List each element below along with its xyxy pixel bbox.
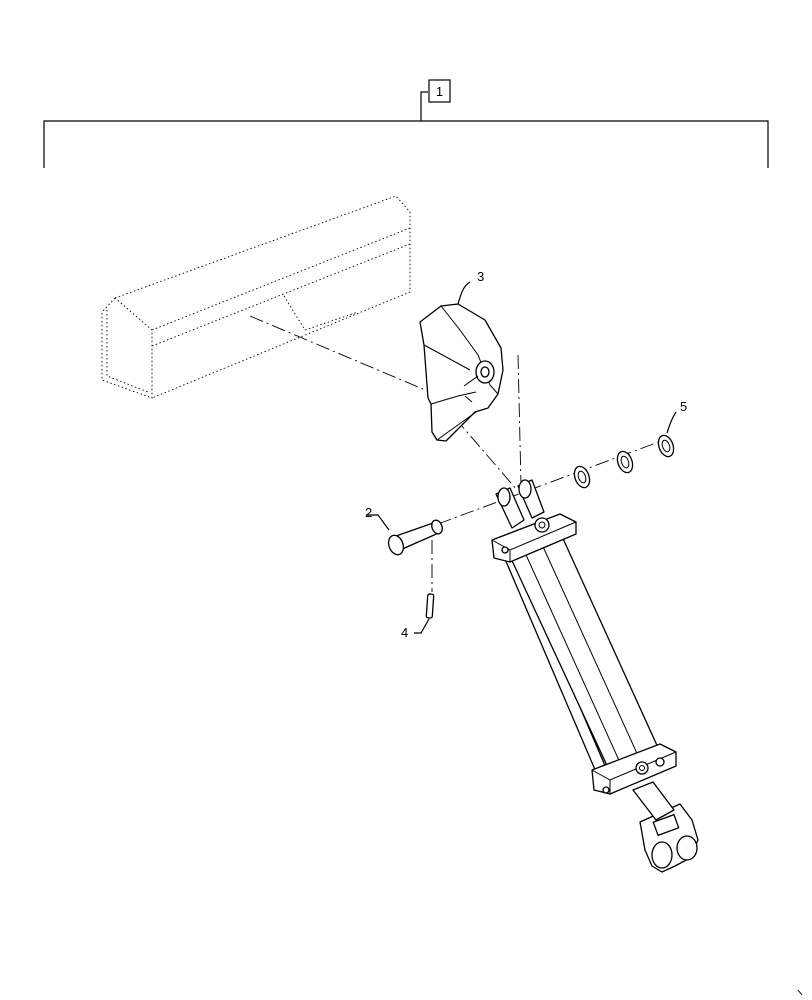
- bracket-part: 3: [419, 269, 504, 442]
- retaining-rings: 5: [573, 399, 687, 489]
- phantom-boom-tube: [101, 195, 411, 399]
- callout-1: 1: [436, 84, 443, 99]
- assembly-bracket: 1: [43, 79, 769, 168]
- roll-pin-part: 4: [401, 593, 435, 640]
- pin-part: 2: [365, 505, 443, 556]
- hydraulic-cylinder: [491, 479, 699, 873]
- callout-3: 3: [477, 269, 484, 284]
- callout-2: 2: [365, 505, 372, 520]
- callout-5: 5: [680, 399, 687, 414]
- callout-4: 4: [401, 625, 408, 640]
- callout-box-1: [428, 79, 451, 103]
- corner-mark: [797, 989, 803, 996]
